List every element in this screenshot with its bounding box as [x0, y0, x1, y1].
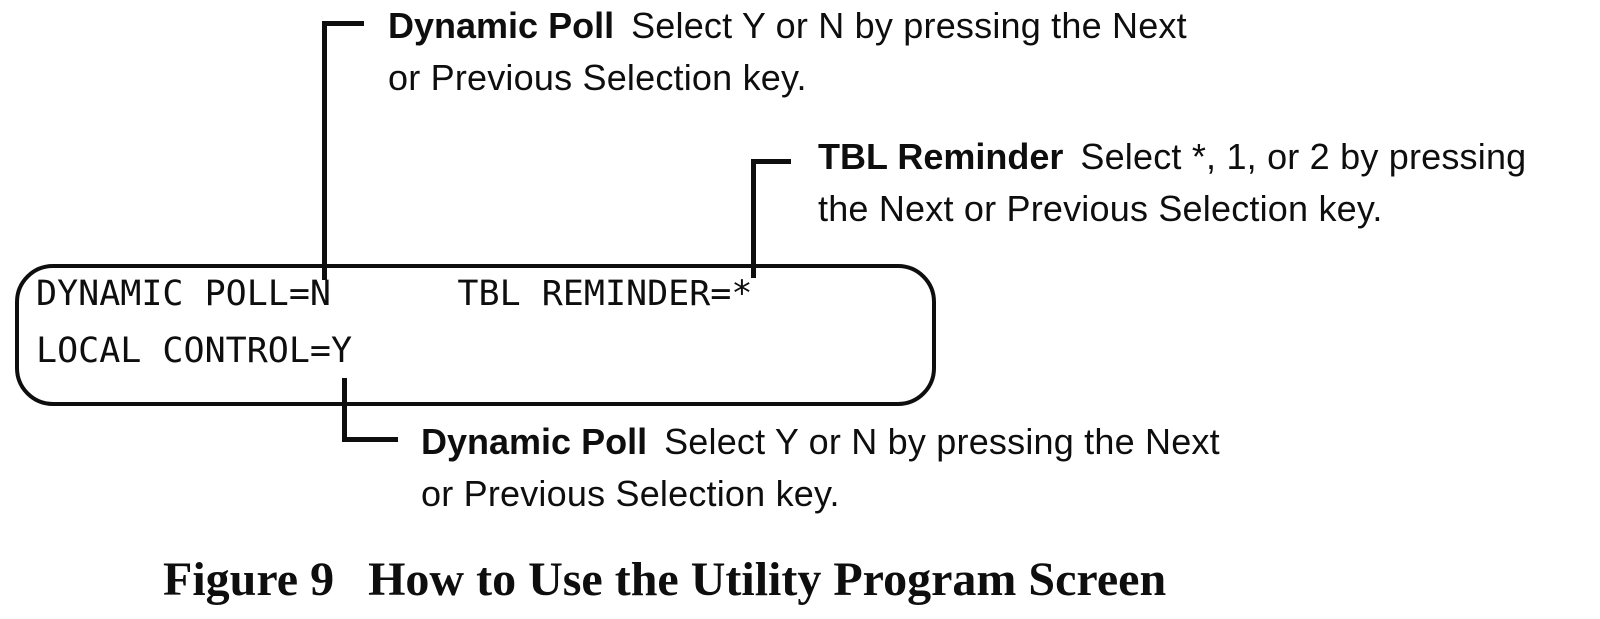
- utility-program-screen-text: DYNAMIC POLL=N TBL REMINDER=* LOCAL CONT…: [36, 266, 752, 380]
- connector-top-vertical: [322, 21, 327, 280]
- figure-caption-title: How to Use the Utility Program Screen: [368, 553, 1167, 606]
- callout-term-tbl-reminder: TBL Reminder: [818, 136, 1064, 177]
- screen-line-dynamic-poll-tbl-reminder: DYNAMIC POLL=N TBL REMINDER=*: [36, 274, 753, 314]
- callout-dynamic-poll-bottom-line2: or Previous Selection key.: [421, 473, 840, 514]
- callout-dynamic-poll-top-line1: Dynamic Poll Select Y or N by pressing th…: [388, 0, 1187, 52]
- callout-text-dynamic-poll-bottom: Select Y or N by pressing the Next: [664, 421, 1220, 462]
- screen-line-local-control: LOCAL CONTROL=Y: [36, 331, 353, 371]
- connector-bottom-vertical: [342, 378, 347, 442]
- figure-caption: Figure 9 How to Use the Utility Program S…: [163, 554, 1166, 606]
- utility-program-screen-box: [15, 264, 936, 406]
- callout-dynamic-poll-bottom: Dynamic Poll Select Y or N by pressing th…: [421, 416, 1220, 520]
- callout-tbl-reminder: TBL Reminder Select *, 1, or 2 by pressin…: [818, 131, 1526, 235]
- connector-right-horizontal: [751, 159, 791, 164]
- connector-top-horizontal: [322, 21, 364, 26]
- connector-bottom-horizontal: [342, 437, 398, 442]
- callout-dynamic-poll-top-line2: or Previous Selection key.: [388, 57, 807, 98]
- callout-term-dynamic-poll-bottom: Dynamic Poll: [421, 421, 648, 462]
- figure-caption-label: Figure 9: [163, 553, 335, 606]
- callout-text-dynamic-poll-top: Select Y or N by pressing the Next: [631, 5, 1187, 46]
- callout-tbl-reminder-line2: the Next or Previous Selection key.: [818, 188, 1383, 229]
- callout-dynamic-poll-top: Dynamic Poll Select Y or N by pressing th…: [388, 0, 1187, 104]
- callout-text-tbl-reminder: Select *, 1, or 2 by pressing: [1080, 136, 1527, 177]
- connector-right-vertical: [751, 159, 756, 278]
- callout-dynamic-poll-bottom-line1: Dynamic Poll Select Y or N by pressing th…: [421, 416, 1220, 468]
- callout-tbl-reminder-line1: TBL Reminder Select *, 1, or 2 by pressin…: [818, 131, 1526, 183]
- callout-term-dynamic-poll-top: Dynamic Poll: [388, 5, 615, 46]
